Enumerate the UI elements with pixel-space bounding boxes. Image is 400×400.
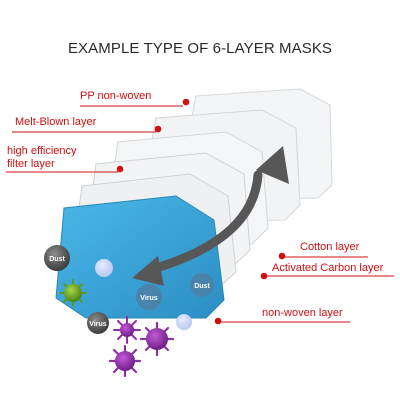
label-cotton: Cotton layer	[300, 241, 360, 253]
layer-non-woven-blue	[55, 195, 225, 319]
virus-label-2: Virus	[89, 321, 106, 328]
dust-label-1: Dust	[49, 256, 65, 263]
label-pp-non-woven: PP non-woven	[80, 90, 152, 102]
label-leaders	[6, 98, 394, 325]
virus-icon	[113, 316, 141, 344]
particle-bubble	[95, 259, 113, 277]
dust-particle-icon: Dust	[44, 245, 70, 271]
virus-icon	[108, 344, 142, 378]
double-headed-arrow-icon	[132, 146, 289, 286]
label-non-woven: non-woven layer	[262, 307, 343, 319]
virus-label-1: Virus	[140, 295, 157, 302]
label-activated-carbon: Activated Carbon layer	[272, 262, 384, 274]
particle-bubble	[176, 314, 192, 330]
virus-icon	[59, 279, 87, 307]
dust-label-2: Dust	[194, 283, 210, 290]
virus-icon	[139, 321, 175, 357]
diagram-title: EXAMPLE TYPE OF 6-LAYER MASKS	[67, 40, 333, 57]
label-filter-layer: high efficiency filter layer	[7, 145, 77, 170]
virus-bubble-icon: Virus	[87, 312, 109, 334]
mask-layer-stack	[55, 88, 333, 319]
dust-particle-icon: Dust	[190, 273, 214, 297]
label-melt-blown: Melt-Blown layer	[15, 116, 97, 128]
virus-bubble-icon: Virus	[136, 284, 162, 310]
